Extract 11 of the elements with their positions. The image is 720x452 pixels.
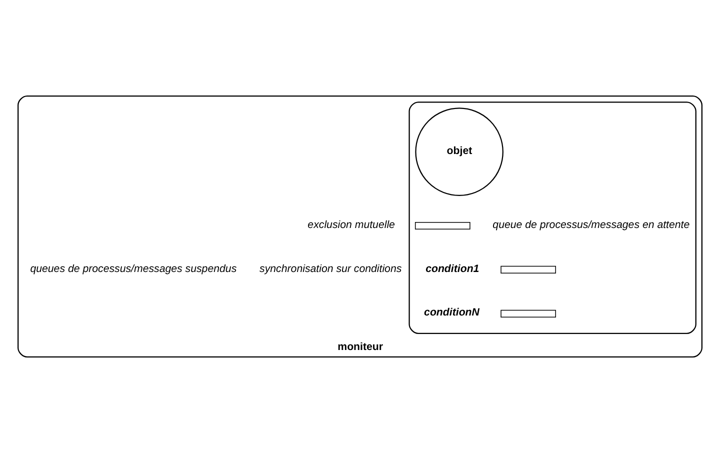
label: synchronisation sur conditions xyxy=(260,262,402,274)
node-label: condition1 xyxy=(426,262,480,274)
node-bar xyxy=(414,221,470,230)
node-circle: objet xyxy=(415,107,504,196)
cluster xyxy=(408,101,696,334)
node-bar xyxy=(500,265,556,273)
label: exclusion mutuelle xyxy=(308,218,395,230)
node-bar xyxy=(500,309,556,317)
node-label: queue de processus/messages en attente xyxy=(492,218,690,230)
label: queues de processus/messages suspendus xyxy=(30,262,237,274)
node-label: conditionN xyxy=(424,306,480,318)
